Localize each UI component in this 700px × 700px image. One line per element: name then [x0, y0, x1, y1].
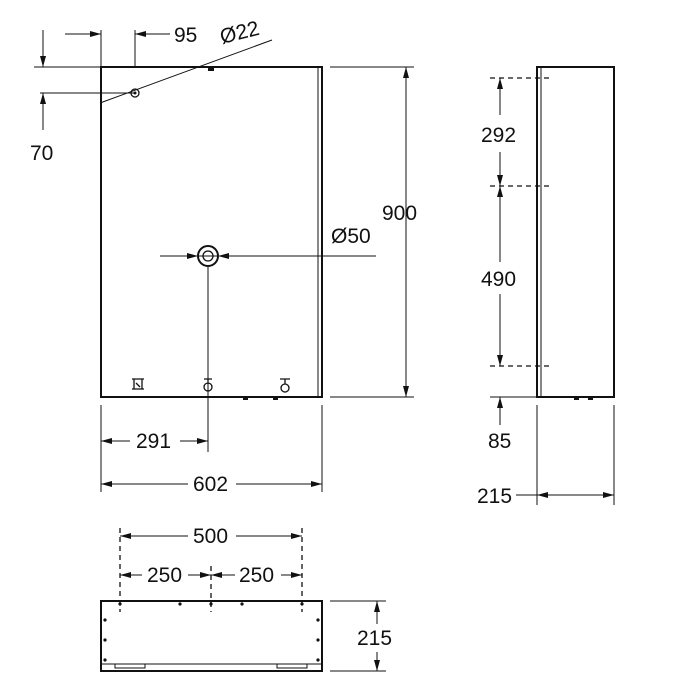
- dim-bottom-215-label: 215: [357, 627, 392, 650]
- dim-side-215-label: 215: [477, 485, 512, 508]
- dim-250b-arrow-right: [291, 572, 302, 578]
- front-cabinet-outline: [100, 66, 323, 398]
- fitting-center-icon: [203, 378, 213, 392]
- fitting-right-icon: [280, 378, 290, 393]
- dim-490-arrow-bottom: [497, 355, 503, 366]
- hole-2: [178, 602, 182, 606]
- dim-bottom-215-arrow-top: [374, 601, 380, 612]
- dim-95-arrow-right: [135, 31, 146, 37]
- dim-70-arrow-top: [40, 56, 46, 67]
- side-view: 292 490 85 215: [477, 66, 615, 508]
- bottom-fittings: [132, 378, 290, 400]
- dim-900-label: 900: [382, 202, 417, 225]
- dim-490-label: 490: [481, 268, 516, 291]
- dim-900-arrow-bottom: [403, 386, 409, 397]
- dim-291-label: 291: [136, 430, 171, 453]
- dim-250b-arrow-left: [211, 572, 222, 578]
- dim-292-arrow-top: [497, 78, 503, 89]
- fitting-nub-1: [243, 397, 248, 400]
- hole-7: [103, 638, 107, 642]
- dim-85-label: 85: [488, 430, 511, 453]
- hole-10: [316, 638, 320, 642]
- dim-small-hole-label: Ø22: [218, 17, 262, 49]
- hole-9: [316, 618, 320, 622]
- hole-6: [103, 618, 107, 622]
- dim-95-label: 95: [174, 24, 197, 47]
- dim-250a-arrow-right: [200, 572, 211, 578]
- dim-602-arrow-left: [101, 481, 112, 487]
- hole-8: [103, 658, 107, 662]
- bottom-cabinet-outline: [100, 600, 323, 672]
- dim-900-arrow-top: [403, 67, 409, 78]
- fitting-nub-2: [273, 397, 278, 400]
- bottom-view: 500 250 250 215: [100, 525, 392, 672]
- dim-side-215-arrow-right: [603, 492, 614, 498]
- dim-70-label: 70: [30, 142, 53, 165]
- dim-292-label: 292: [481, 124, 516, 147]
- side-nub-2: [588, 397, 593, 400]
- hole-11: [316, 658, 320, 662]
- bottom-rail-right: [276, 663, 308, 669]
- hole-4: [240, 602, 244, 606]
- front-view: 95 Ø22 70 Ø50 900: [30, 17, 417, 496]
- side-nub-1: [574, 397, 579, 400]
- bottom-rail-left: [114, 663, 146, 669]
- fitting-left-icon: [132, 378, 144, 390]
- dim-70-arrow-bottom: [40, 93, 46, 104]
- dim-250-right-label: 250: [239, 564, 274, 587]
- dim-bottom-215-arrow-bottom: [374, 660, 380, 671]
- dim-292-arrow-bottom: [497, 175, 503, 186]
- front-top-notch: [208, 67, 214, 71]
- dim-291-arrow-right: [197, 438, 208, 444]
- large-hole-arrow-right: [218, 253, 229, 259]
- large-hole-arrow-left: [187, 253, 198, 259]
- dim-602-label: 602: [193, 473, 228, 496]
- dim-250-left-label: 250: [147, 564, 182, 587]
- dim-490-arrow-top: [497, 186, 503, 197]
- dim-large-hole-label: Ø50: [331, 225, 371, 248]
- dim-250a-arrow-left: [120, 572, 131, 578]
- dim-291-arrow-left: [101, 438, 112, 444]
- dim-500-label: 500: [193, 525, 228, 548]
- dim-602-arrow-right: [311, 481, 322, 487]
- dim-side-215-arrow-left: [537, 492, 548, 498]
- dim-85-arrow: [497, 397, 503, 408]
- side-cabinet-outline: [536, 66, 615, 398]
- dim-500-arrow-right: [291, 533, 302, 539]
- dim-500-arrow-left: [120, 533, 131, 539]
- dim-95-arrow-left: [90, 31, 101, 37]
- small-hole-leader: [99, 39, 273, 104]
- mounting-holes: [103, 602, 320, 662]
